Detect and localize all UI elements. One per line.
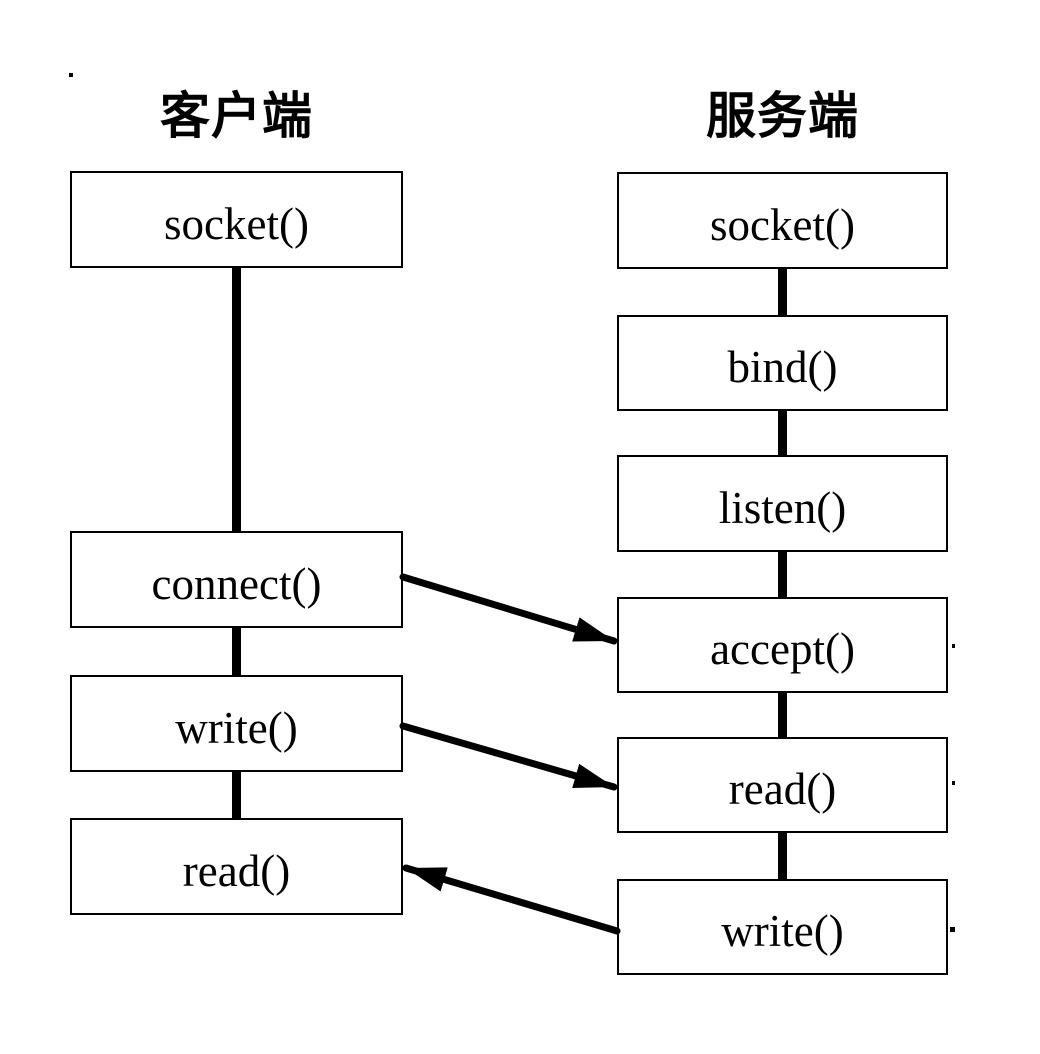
server-box-write: write() (617, 879, 948, 975)
server-connector-bind-listen (778, 409, 787, 457)
server-connector-socket-bind (778, 267, 787, 316)
arrow-connect-to-accept (399, 573, 618, 645)
server-connector-accept-read (778, 691, 787, 738)
client-box-write: write() (70, 675, 403, 772)
server-box-accept: accept() (617, 597, 948, 693)
arrow-clientwrite-to-serverread (399, 722, 618, 791)
server-column-title: 服务端 (706, 88, 859, 144)
server-box-read: read() (617, 737, 948, 833)
server-box-listen: listen() (617, 455, 948, 552)
scan-artifact-dot (952, 644, 955, 648)
client-box-connect: connect() (70, 531, 403, 628)
scan-artifact-dot (69, 73, 73, 77)
client-column-title: 客户端 (160, 88, 313, 144)
client-box-read: read() (70, 818, 403, 915)
client-connector-write-read (232, 770, 241, 819)
client-box-socket: socket() (70, 171, 403, 268)
client-connector-socket-connect (232, 267, 241, 532)
scan-artifact-dot (952, 781, 955, 785)
server-box-bind: bind() (617, 315, 948, 411)
server-connector-read-write (778, 831, 787, 880)
client-connector-connect-write (232, 627, 241, 676)
server-box-socket: socket() (617, 172, 948, 269)
server-connector-listen-accept (778, 551, 787, 598)
arrow-serverwrite-to-clientread (402, 864, 621, 935)
scan-artifact-dot (950, 927, 955, 932)
